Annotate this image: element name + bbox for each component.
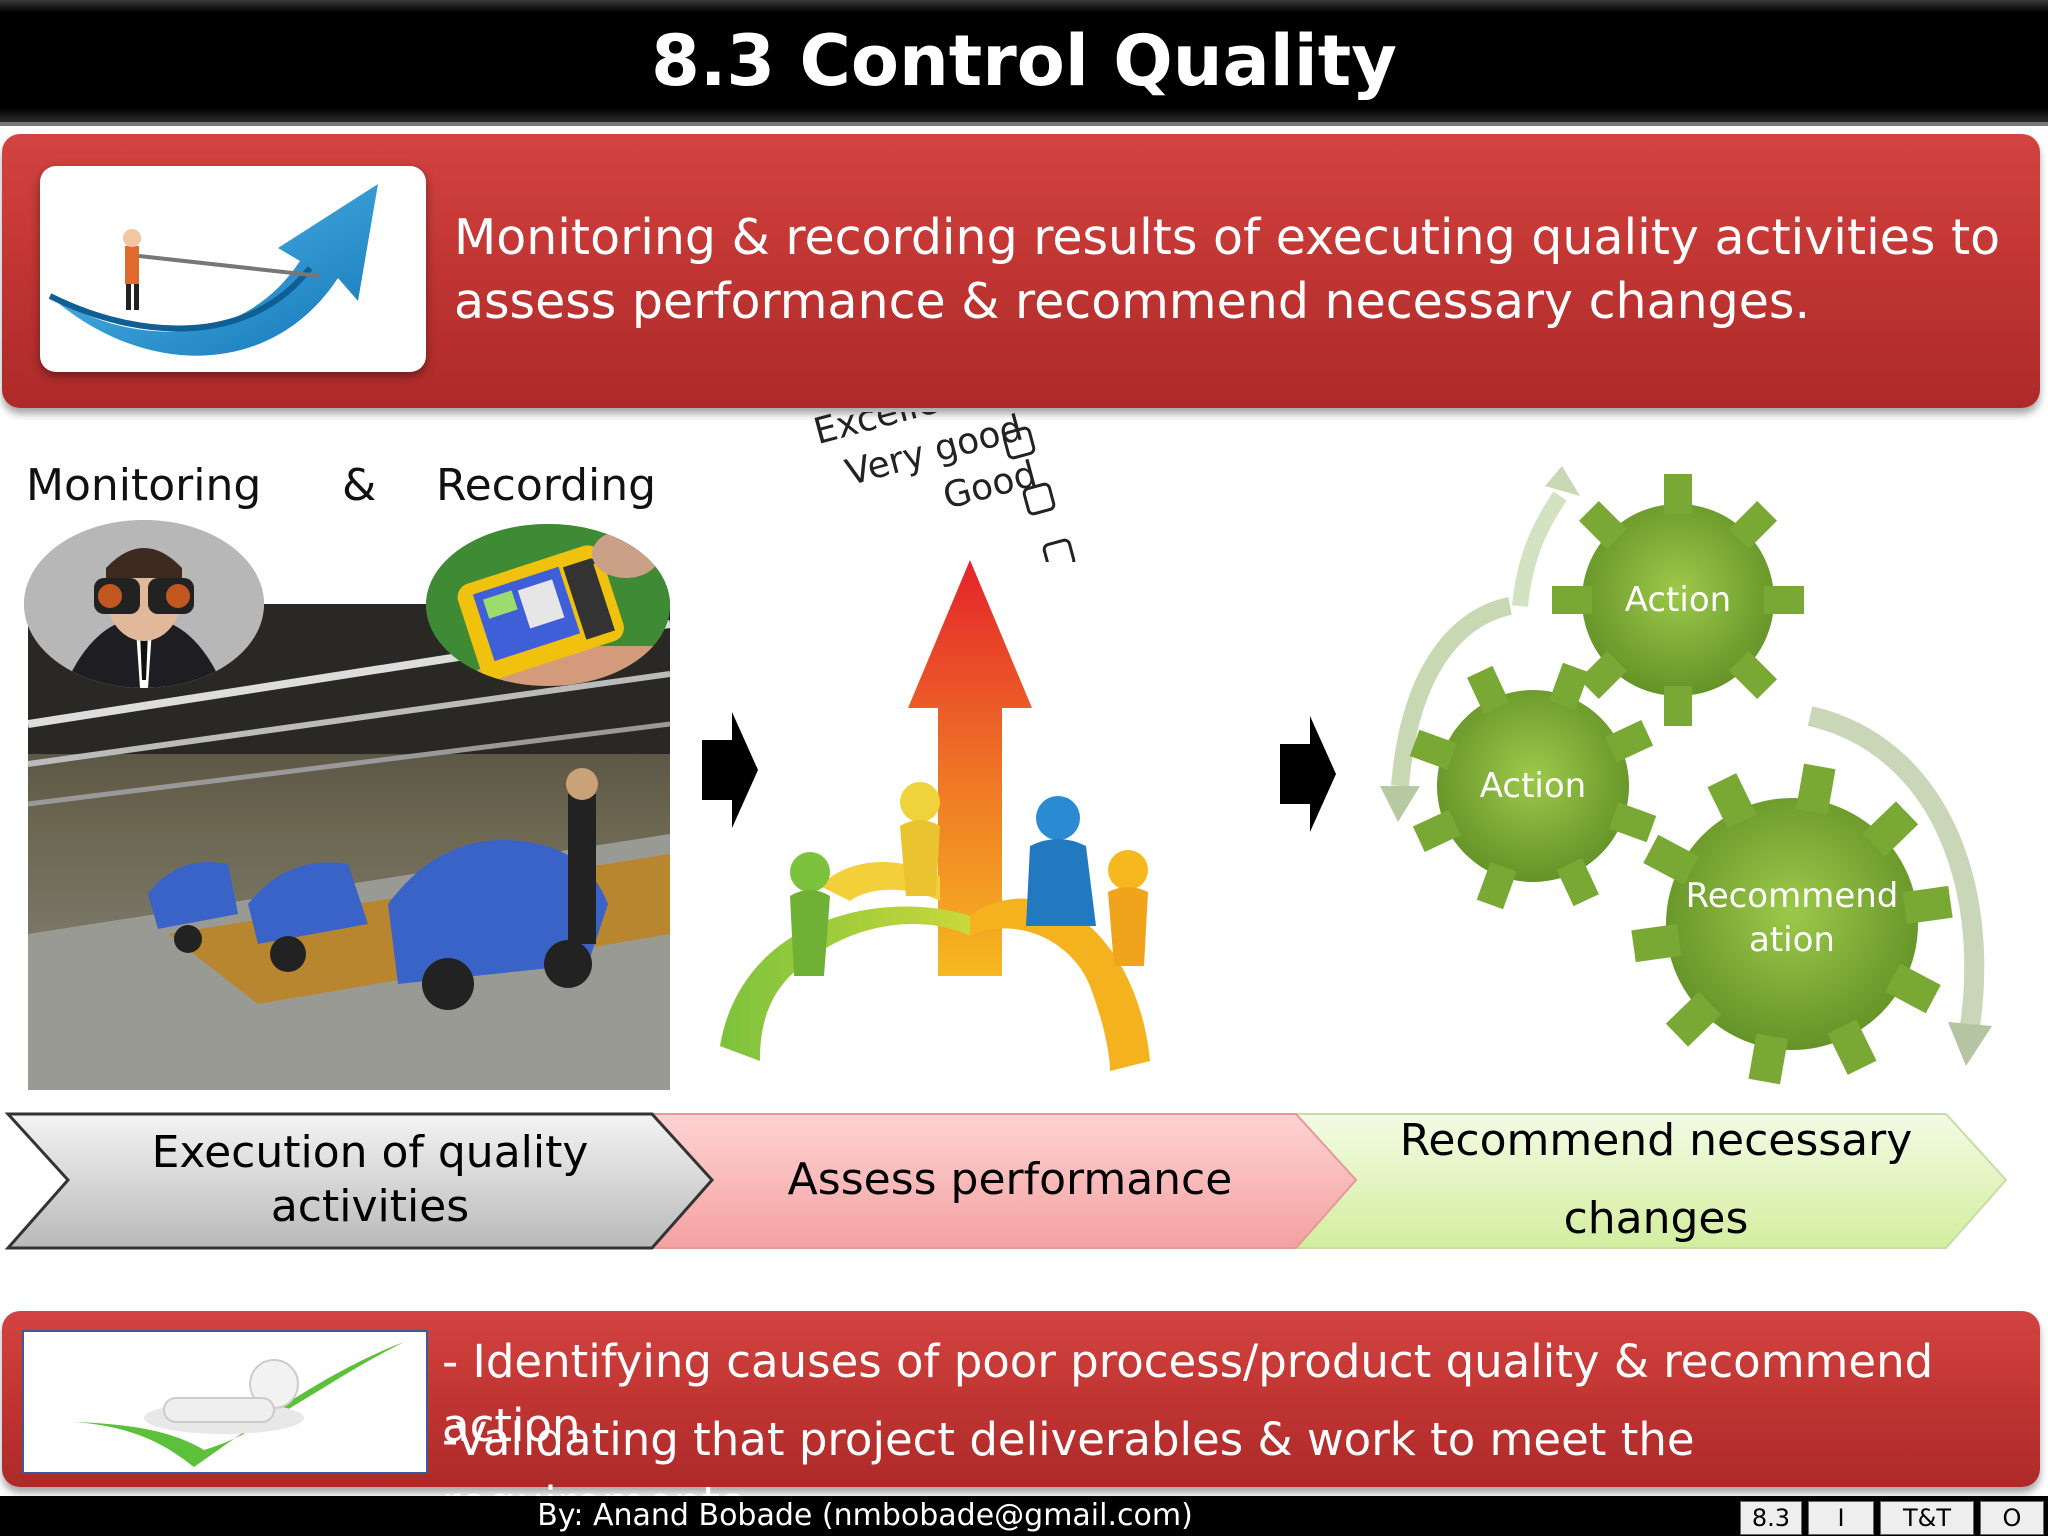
cycle-arrow-left-icon [1391, 597, 1513, 787]
definition-line-2: assess performance & recommend necessary… [454, 273, 1811, 330]
red-up-arrow-icon [908, 560, 1032, 976]
gear-label-middle: Action [1479, 766, 1587, 806]
nav-button-8-3[interactable]: 8.3 [1740, 1501, 1802, 1535]
binoculars-man-image [24, 520, 264, 688]
page-title: 8.3 Control Quality [651, 20, 1397, 102]
step-1-label-line-1: Execution of quality [151, 1127, 589, 1178]
process-chevrons [4, 1112, 2008, 1250]
checkbox-icon [1002, 426, 1036, 460]
footer-bar [0, 1496, 2048, 1536]
gear-label-bottom-line-1: Recommend [1685, 876, 1899, 916]
right-arrow-icon [702, 712, 758, 828]
handheld-recording-device-image [426, 524, 670, 686]
nav-button-tools-techniques[interactable]: T&T [1880, 1501, 1974, 1535]
person-figure-yellow [900, 782, 940, 896]
title-bar [0, 0, 2048, 126]
rising-arrow-icon [48, 184, 378, 356]
step-2-label: Assess performance [787, 1154, 1233, 1205]
person-figure-green [790, 852, 830, 976]
cycle-arrow-top-icon [1512, 491, 1567, 607]
binoculars-icon [24, 520, 264, 688]
monitoring-label: Monitoring [26, 460, 262, 511]
ampersand-label: & [342, 460, 377, 511]
bullet-item-1: - Identifying causes of poor process/pro… [442, 1335, 1934, 1452]
gear-icon-middle [1409, 662, 1657, 910]
step-3-label-line-1: Recommend necessary [1399, 1115, 1913, 1166]
gear-label-bottom-line-2: ation [1749, 920, 1835, 960]
nav-button-inputs[interactable]: I [1808, 1501, 1874, 1535]
action-gears-diagram [1380, 466, 1992, 1085]
cycle-arrow-right-icon [1807, 706, 1985, 1028]
pda-device-icon [426, 524, 670, 686]
definition-line-1: Monitoring & recording results of execut… [454, 209, 2001, 266]
survey-checklist-image: Excellent Very good Good [800, 412, 1100, 562]
person-figure-orange [1108, 850, 1148, 966]
recording-label: Recording [436, 460, 657, 511]
nav-button-outputs[interactable]: O [1980, 1501, 2044, 1535]
gear-icon-bottom [1631, 763, 1953, 1085]
person-figure-blue [1026, 796, 1096, 926]
gear-icon-top [1552, 474, 1804, 726]
footer-credit: By: Anand Bobade (nmbobade@gmail.com) [537, 1498, 1193, 1533]
teamwork-up-arrow-image [720, 560, 1150, 1071]
green-checkmark-icon [74, 1342, 404, 1467]
checkbox-icon-2 [1022, 482, 1056, 516]
step-1-label-line-2: activities [270, 1181, 470, 1232]
checkbox-icon-3 [1042, 538, 1076, 562]
gear-label-top: Action [1624, 580, 1732, 620]
step-3-label-line-2: changes [1563, 1193, 1749, 1244]
growth-arrow-image [40, 166, 426, 372]
step-1-chevron [4, 1112, 715, 1250]
right-arrow-icon-2 [1280, 716, 1336, 832]
relaxing-figure-checkmark-image [22, 1330, 428, 1474]
